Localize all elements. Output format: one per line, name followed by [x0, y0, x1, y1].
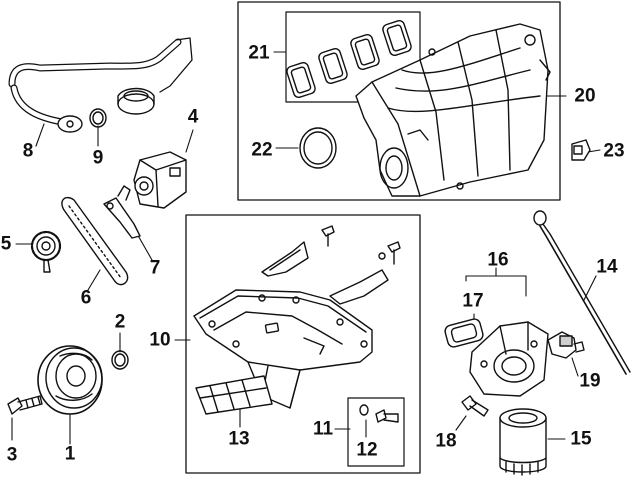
callout-20: 20	[574, 85, 596, 107]
oil-filter	[499, 408, 547, 476]
oil-pump	[133, 151, 187, 209]
callout-21: 21	[248, 42, 270, 64]
callout-11: 11	[312, 418, 334, 440]
throttle-body-seal	[299, 127, 337, 169]
pulley-bolt	[7, 395, 43, 415]
map-sensor	[571, 139, 591, 161]
leader-18	[455, 415, 467, 431]
intake-manifold-group-box	[237, 1, 561, 201]
o-ring	[89, 108, 107, 128]
leader-4	[185, 129, 194, 153]
callout-17: 17	[462, 290, 484, 312]
callout-8: 8	[22, 140, 34, 162]
callout-13: 13	[228, 428, 250, 450]
callout-3: 3	[6, 444, 18, 466]
callout-12: 12	[356, 439, 378, 461]
callout-22: 22	[251, 139, 273, 161]
adapter-bolt	[461, 395, 489, 417]
gasket-set-box	[285, 11, 421, 103]
chain-tensioner	[103, 185, 141, 239]
drain-plug	[359, 404, 399, 423]
leader-8	[35, 123, 45, 147]
callout-19: 19	[579, 370, 601, 392]
callout-2: 2	[114, 311, 126, 333]
callout-1: 1	[64, 443, 76, 465]
crank-sprocket	[30, 230, 62, 273]
oil-pan	[193, 289, 373, 409]
callout-4: 4	[187, 106, 199, 128]
callout-9: 9	[92, 147, 104, 169]
drain-plug-box	[347, 397, 405, 467]
oil-tube	[8, 37, 193, 133]
leader-6	[87, 269, 101, 291]
callout-23: 23	[603, 140, 625, 162]
callout-18: 18	[435, 430, 457, 452]
callout-14: 14	[596, 256, 618, 278]
leader-23	[587, 149, 601, 153]
oil-dipstick	[533, 210, 631, 375]
filter-adapter-gasket	[444, 318, 484, 348]
oil-pan-group-box	[185, 214, 421, 474]
oil-filter-adapter	[469, 321, 549, 397]
intake-manifold	[355, 23, 551, 197]
oil-pan-baffle	[195, 375, 273, 415]
timing-chain	[61, 196, 129, 286]
callout-10: 10	[149, 329, 171, 351]
crankshaft-pulley	[37, 345, 103, 415]
intake-gasket-set	[286, 19, 412, 99]
leader-19	[571, 357, 579, 377]
leader-lines	[11, 51, 601, 445]
callout-5: 5	[0, 233, 12, 255]
oil-pressure-switch	[547, 331, 585, 359]
oil-pickup-bracket	[261, 225, 401, 305]
callout-16: 16	[487, 249, 509, 271]
callout-7: 7	[149, 257, 161, 279]
callout-15: 15	[570, 428, 592, 450]
callout-6: 6	[80, 287, 92, 309]
crank-seal	[111, 350, 129, 370]
